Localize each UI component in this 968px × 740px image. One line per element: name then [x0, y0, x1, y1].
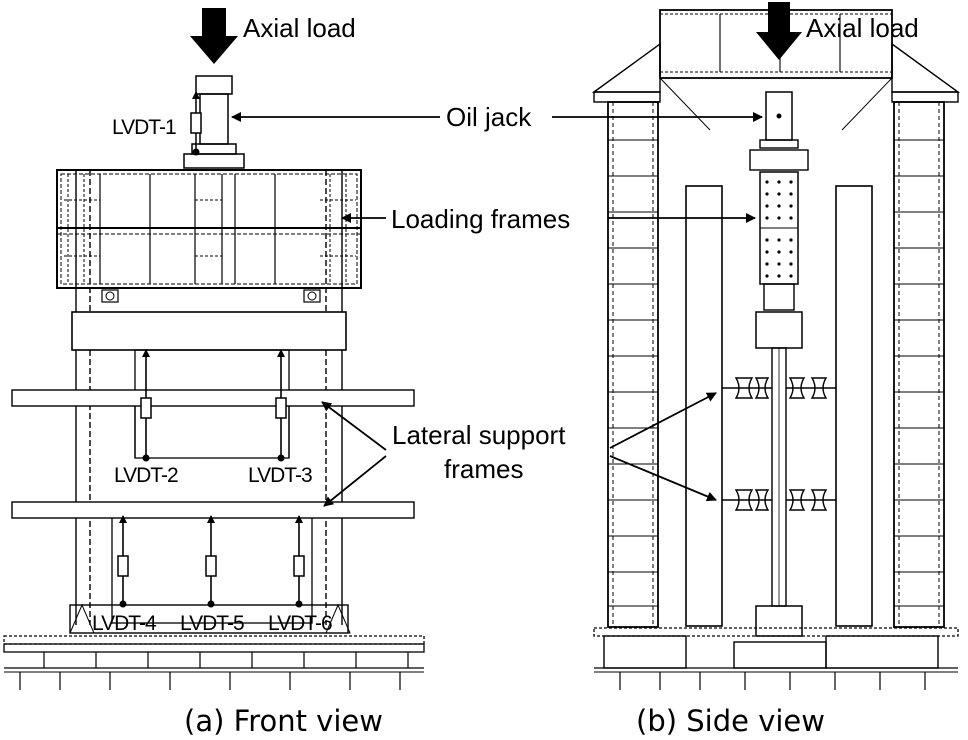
side-view [591, 2, 961, 690]
base-side [593, 627, 959, 690]
base-block-front [69, 604, 349, 634]
lateral-support-beam-upper-front [11, 389, 415, 407]
axial-load-arrow-front [190, 8, 238, 64]
lvdt-4-sensor [117, 515, 129, 608]
oil-jack-front [183, 75, 245, 169]
lateral-roller-support-lower [722, 489, 836, 511]
floor-rail-front [3, 635, 425, 690]
oil-jack-label: Oil jack [446, 102, 532, 132]
lateral-support-label-line2: frames [444, 454, 523, 484]
lvdt-3-label: LVDT-3 [248, 464, 312, 487]
caption-front-view: (a) Front view [184, 704, 383, 738]
loading-frames-label: Loading frames [391, 204, 570, 234]
lvdt-5-label: LVDT-5 [180, 612, 244, 635]
lvdt-2-label: LVDT-2 [114, 464, 178, 487]
lvdt-2-sensor [140, 349, 152, 462]
lvdt-1-sensor [190, 91, 202, 156]
lateral-support-post-right [835, 185, 873, 627]
load-cell-side [755, 171, 803, 349]
lvdt-6-sensor [293, 515, 305, 608]
axial-load-arrow-side [756, 2, 802, 60]
callout-arrows [231, 112, 763, 507]
lvdt-1-label: LVDT-1 [112, 116, 176, 139]
lateral-support-label-line1: Lateral support [392, 420, 566, 450]
axial-load-label-side: Axial load [806, 13, 919, 43]
lateral-support-post-left [685, 185, 723, 627]
lateral-roller-support-upper [722, 377, 836, 399]
loading-frame-front [56, 169, 362, 303]
side-column-right [893, 101, 945, 628]
front-view [3, 8, 425, 690]
lvdt-3-sensor [275, 349, 287, 462]
lvdt-4-label: LVDT-4 [92, 612, 157, 635]
side-column-left [607, 101, 659, 628]
oil-jack-side [749, 91, 809, 171]
caption-side-view: (b) Side view [636, 704, 825, 738]
crosshead-front [71, 311, 347, 351]
axial-load-label-front: Axial load [243, 13, 356, 43]
lvdt-5-sensor [205, 515, 217, 608]
specimen-column-side [755, 347, 803, 637]
lvdt-6-label: LVDT-6 [268, 612, 332, 635]
lateral-support-beam-lower-front [11, 501, 415, 519]
